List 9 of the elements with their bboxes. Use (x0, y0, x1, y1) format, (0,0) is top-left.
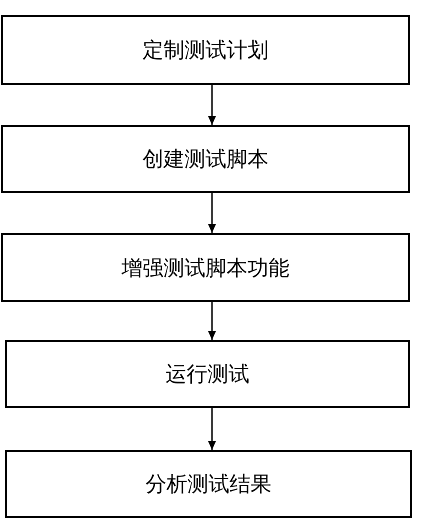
arrow (208, 302, 216, 340)
arrow (208, 85, 216, 125)
arrow (208, 408, 216, 450)
arrow (208, 193, 216, 233)
process-box: 运行测试 (5, 340, 410, 408)
process-box: 增强测试脚本功能 (1, 233, 410, 302)
process-box: 分析测试结果 (5, 450, 412, 518)
process-box: 定制测试计划 (1, 15, 410, 85)
process-box: 创建测试脚本 (1, 125, 410, 193)
